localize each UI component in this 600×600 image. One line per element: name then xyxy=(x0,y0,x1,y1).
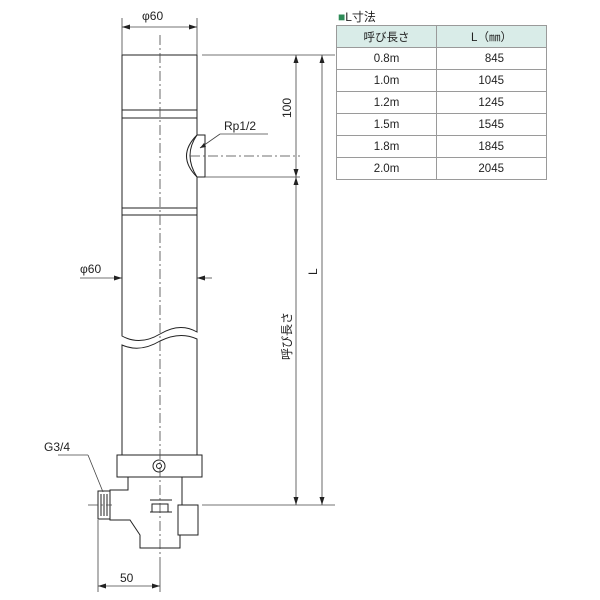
cell-length: 0.8m xyxy=(336,47,437,70)
base-screw xyxy=(152,459,166,473)
cell-L: 1545 xyxy=(436,113,547,136)
cell-L: 1045 xyxy=(436,69,547,92)
dia-mid-label: φ60 xyxy=(80,262,101,276)
table-row: 1.5m 1545 xyxy=(336,113,547,136)
column-body xyxy=(121,54,198,341)
dim-L-label: L xyxy=(306,268,320,275)
column-lower-body xyxy=(121,335,198,456)
table-row: 1.0m 1045 xyxy=(336,69,547,92)
side-outlet xyxy=(186,134,206,178)
dimension-table: 呼び長さ L（㎜） 0.8m 845 1.0m 1045 1.2m 1245 1… xyxy=(336,25,547,180)
cell-L: 2045 xyxy=(436,157,547,180)
table-title: ■L寸法 xyxy=(338,8,376,25)
table-row: 0.8m 845 xyxy=(336,47,547,70)
cell-length: 2.0m xyxy=(336,157,437,180)
rp-thread-label: Rp1/2 xyxy=(224,119,256,133)
table-header-row: 呼び長さ L（㎜） xyxy=(336,25,547,48)
nominal-length-label: 呼び長さ xyxy=(280,312,294,360)
dim-100-label: 100 xyxy=(280,98,294,118)
cell-L: 845 xyxy=(436,47,547,70)
table-title-text: L寸法 xyxy=(345,10,376,24)
cell-length: 1.0m xyxy=(336,69,437,92)
square-marker-icon: ■ xyxy=(338,10,346,24)
cell-length: 1.2m xyxy=(336,91,437,114)
table-row: 2.0m 2045 xyxy=(336,157,547,180)
cell-L: 1845 xyxy=(436,135,547,158)
table-row: 1.2m 1245 xyxy=(336,91,547,114)
cell-L: 1245 xyxy=(436,91,547,114)
dim-50-label: 50 xyxy=(120,571,134,585)
table-row: 1.8m 1845 xyxy=(336,135,547,158)
dia-top-label: φ60 xyxy=(142,9,163,23)
cell-length: 1.5m xyxy=(336,113,437,136)
cell-length: 1.8m xyxy=(336,135,437,158)
header-nominal-length: 呼び長さ xyxy=(336,25,437,48)
header-L: L（㎜） xyxy=(436,25,547,48)
base-block xyxy=(116,454,203,478)
g-thread-label: G3/4 xyxy=(44,440,70,454)
